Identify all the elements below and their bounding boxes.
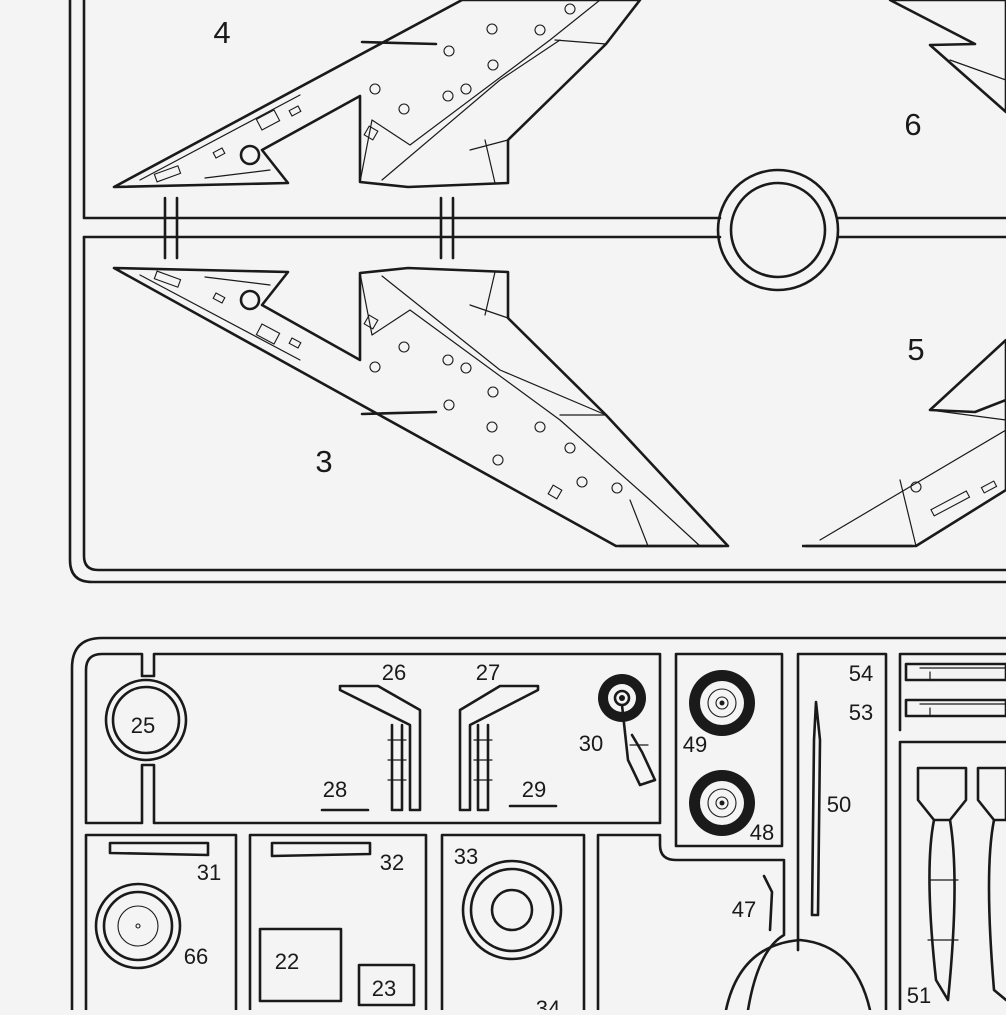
part-50-probe [810,700,822,917]
part-26-gear-leg [320,684,422,812]
upper-sprue-frame [68,0,1006,584]
part-30-nose-wheel [598,674,657,787]
part-27-gear-leg [458,684,558,812]
part-53-rail [904,698,1006,718]
part-33-ring [461,859,563,961]
label-part-30: 30 [579,731,603,756]
part-66-disc [94,882,182,970]
part-25-ring [104,678,188,762]
wing-part-4 [112,0,642,189]
label-part-22: 22 [275,949,299,974]
label-part-26: 26 [382,660,406,685]
label-part-54: 54 [849,661,873,686]
part-47-antenna [762,874,774,932]
part-23-panel [357,963,416,1007]
label-part-50: 50 [827,792,851,817]
wing-part-3 [112,266,730,548]
label-part-25: 25 [131,713,155,738]
label-part-48: 48 [750,820,774,845]
part-49-wheel [689,670,755,736]
label-part-23: 23 [372,976,396,1001]
label-part-28: 28 [323,777,347,802]
label-part-6: 6 [904,107,921,142]
label-part-27: 27 [476,660,500,685]
wing-part-6 [888,0,1006,114]
part-31-bar [108,841,210,857]
part-48-wheel [689,770,755,836]
label-part-53: 53 [849,700,873,725]
label-part-34: 34 [536,996,560,1010]
part-labels: 4 6 3 5 25 26 27 28 29 30 49 48 54 53 50… [131,15,931,1015]
part-22-panel [258,927,343,1003]
part-54-rail [904,662,1006,682]
label-part-29: 29 [522,777,546,802]
label-part-47: 47 [732,897,756,922]
label-part-3: 3 [315,444,332,479]
label-part-32: 32 [380,850,404,875]
part-32-bar [270,841,372,858]
label-part-33: 33 [454,844,478,869]
label-part-51: 51 [907,983,931,1008]
label-part-66: 66 [184,944,208,969]
part-51-bombs [916,766,1006,1002]
wing-part-5 [802,338,1006,548]
label-part-49: 49 [683,732,707,757]
label-part-31: 31 [197,860,221,885]
label-part-5: 5 [907,332,924,367]
lower-sprue-frame [70,636,1006,1012]
label-part-4: 4 [213,15,230,50]
